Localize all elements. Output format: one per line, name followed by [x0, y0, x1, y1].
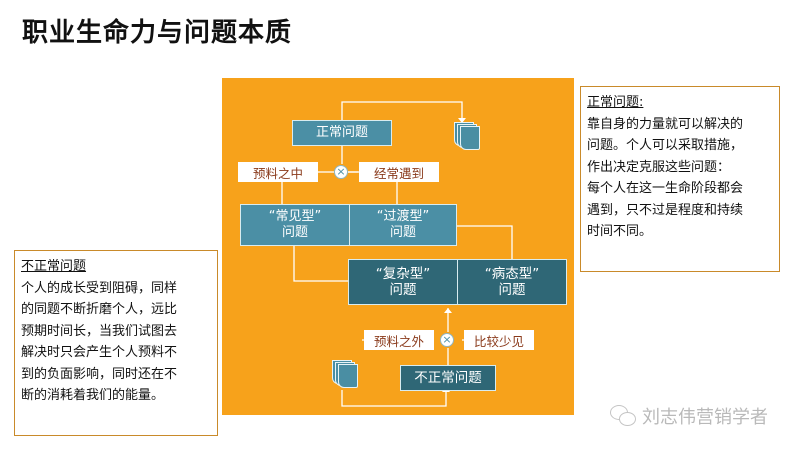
note-line: 作出决定克服这些问题： — [587, 159, 731, 175]
label-often-met: 经常遇到 — [359, 162, 439, 182]
wechat-icon — [610, 405, 636, 427]
note-line: 靠自身的力量就可以解决的 — [587, 116, 744, 132]
normal-problem-node: 正常问题 — [292, 120, 392, 146]
watermark-text: 刘志伟营销学者 — [642, 407, 768, 428]
connector-lines — [278, 101, 516, 407]
label-rare: 比较少见 — [464, 330, 534, 350]
note-line: 的同题不断折磨个人，远比 — [21, 302, 178, 317]
flow-diagram: 正常问题 × 预料之中 经常遇到 “常见型” 问题 “过渡型” 问题 “复杂型”… — [222, 78, 574, 415]
abnormal-problem-node: 不正常问题 — [400, 365, 496, 391]
note-line: 问题。个人可以采取措施， — [587, 138, 744, 153]
common-type-node: “常见型” 问题 — [240, 204, 350, 246]
page-title: 职业生命力与问题本质 — [22, 18, 293, 48]
label-expected: 预料之中 — [238, 162, 318, 182]
complex-type-node: “复杂型” 问题 — [348, 259, 458, 305]
normal-problem-note: 正常问题: 靠自身的力量就可以解决的 问题。个人可以采取措施， 作出决定克服这些… — [580, 86, 780, 272]
note-line: 每个人在这一生命阶段都会 — [587, 181, 744, 196]
junction-bottom-icon: × — [440, 333, 454, 347]
documents-icon — [454, 122, 480, 150]
note-line: 到的负面影响，同时还在不 — [21, 366, 178, 382]
note-line: 遇到，只不过是程度和持续 — [587, 202, 744, 218]
documents-icon-bottom — [332, 360, 358, 388]
note-line: 预期时间长，当我们试图去 — [21, 323, 178, 339]
note-line: 个人的成长受到阻碍，同样 — [21, 280, 178, 296]
watermark: 刘志伟营销学者 — [610, 402, 768, 430]
transition-type-node: “过渡型” 问题 — [349, 204, 457, 246]
note-heading: 不正常问题 — [21, 259, 87, 274]
morbid-type-node: “病态型” 问题 — [457, 259, 567, 305]
junction-top-icon: × — [334, 165, 348, 179]
abnormal-problem-note: 不正常问题 个人的成长受到阻碍，同样 的同题不断折磨个人，远比 预期时间长，当我… — [14, 250, 218, 436]
note-line: 解决时只会产生个人预料不 — [21, 345, 178, 360]
label-unexpected: 预料之外 — [364, 330, 434, 350]
note-line: 时间不同。 — [587, 224, 653, 239]
note-line: 断的消耗着我们的能量。 — [21, 388, 165, 403]
note-heading: 正常问题: — [587, 95, 644, 110]
